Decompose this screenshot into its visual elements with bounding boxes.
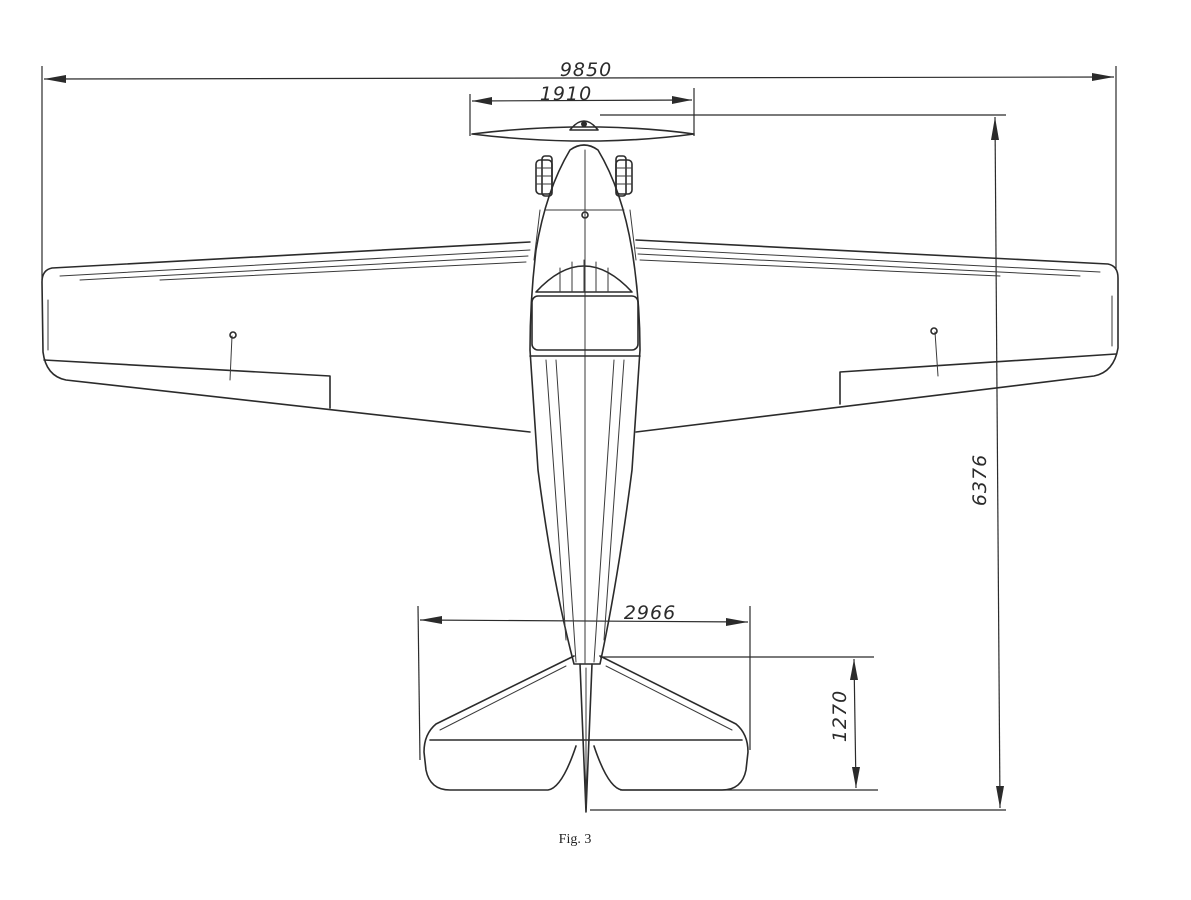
propeller-label: 1910 (540, 83, 592, 105)
propeller-dimension: 1910 (469, 83, 695, 136)
cockpit-canopy (529, 259, 641, 357)
tailspan-label: 2966 (624, 602, 676, 624)
tail-depth-label: 1270 (829, 690, 851, 742)
left-wing (41, 241, 531, 433)
propeller (471, 120, 695, 142)
tailspan-dimension: 2966 (417, 602, 751, 761)
right-wing (635, 239, 1119, 433)
wingspan-dimension: 9850 (41, 59, 1117, 280)
wingspan-label: 9850 (560, 59, 612, 81)
length-label: 6376 (969, 454, 991, 506)
length-dimension: 6376 (590, 114, 1006, 811)
figure-caption: Fig. 3 (559, 832, 592, 847)
fuselage (529, 144, 641, 665)
tailplane (423, 655, 749, 813)
engine-cylinders (535, 155, 633, 197)
